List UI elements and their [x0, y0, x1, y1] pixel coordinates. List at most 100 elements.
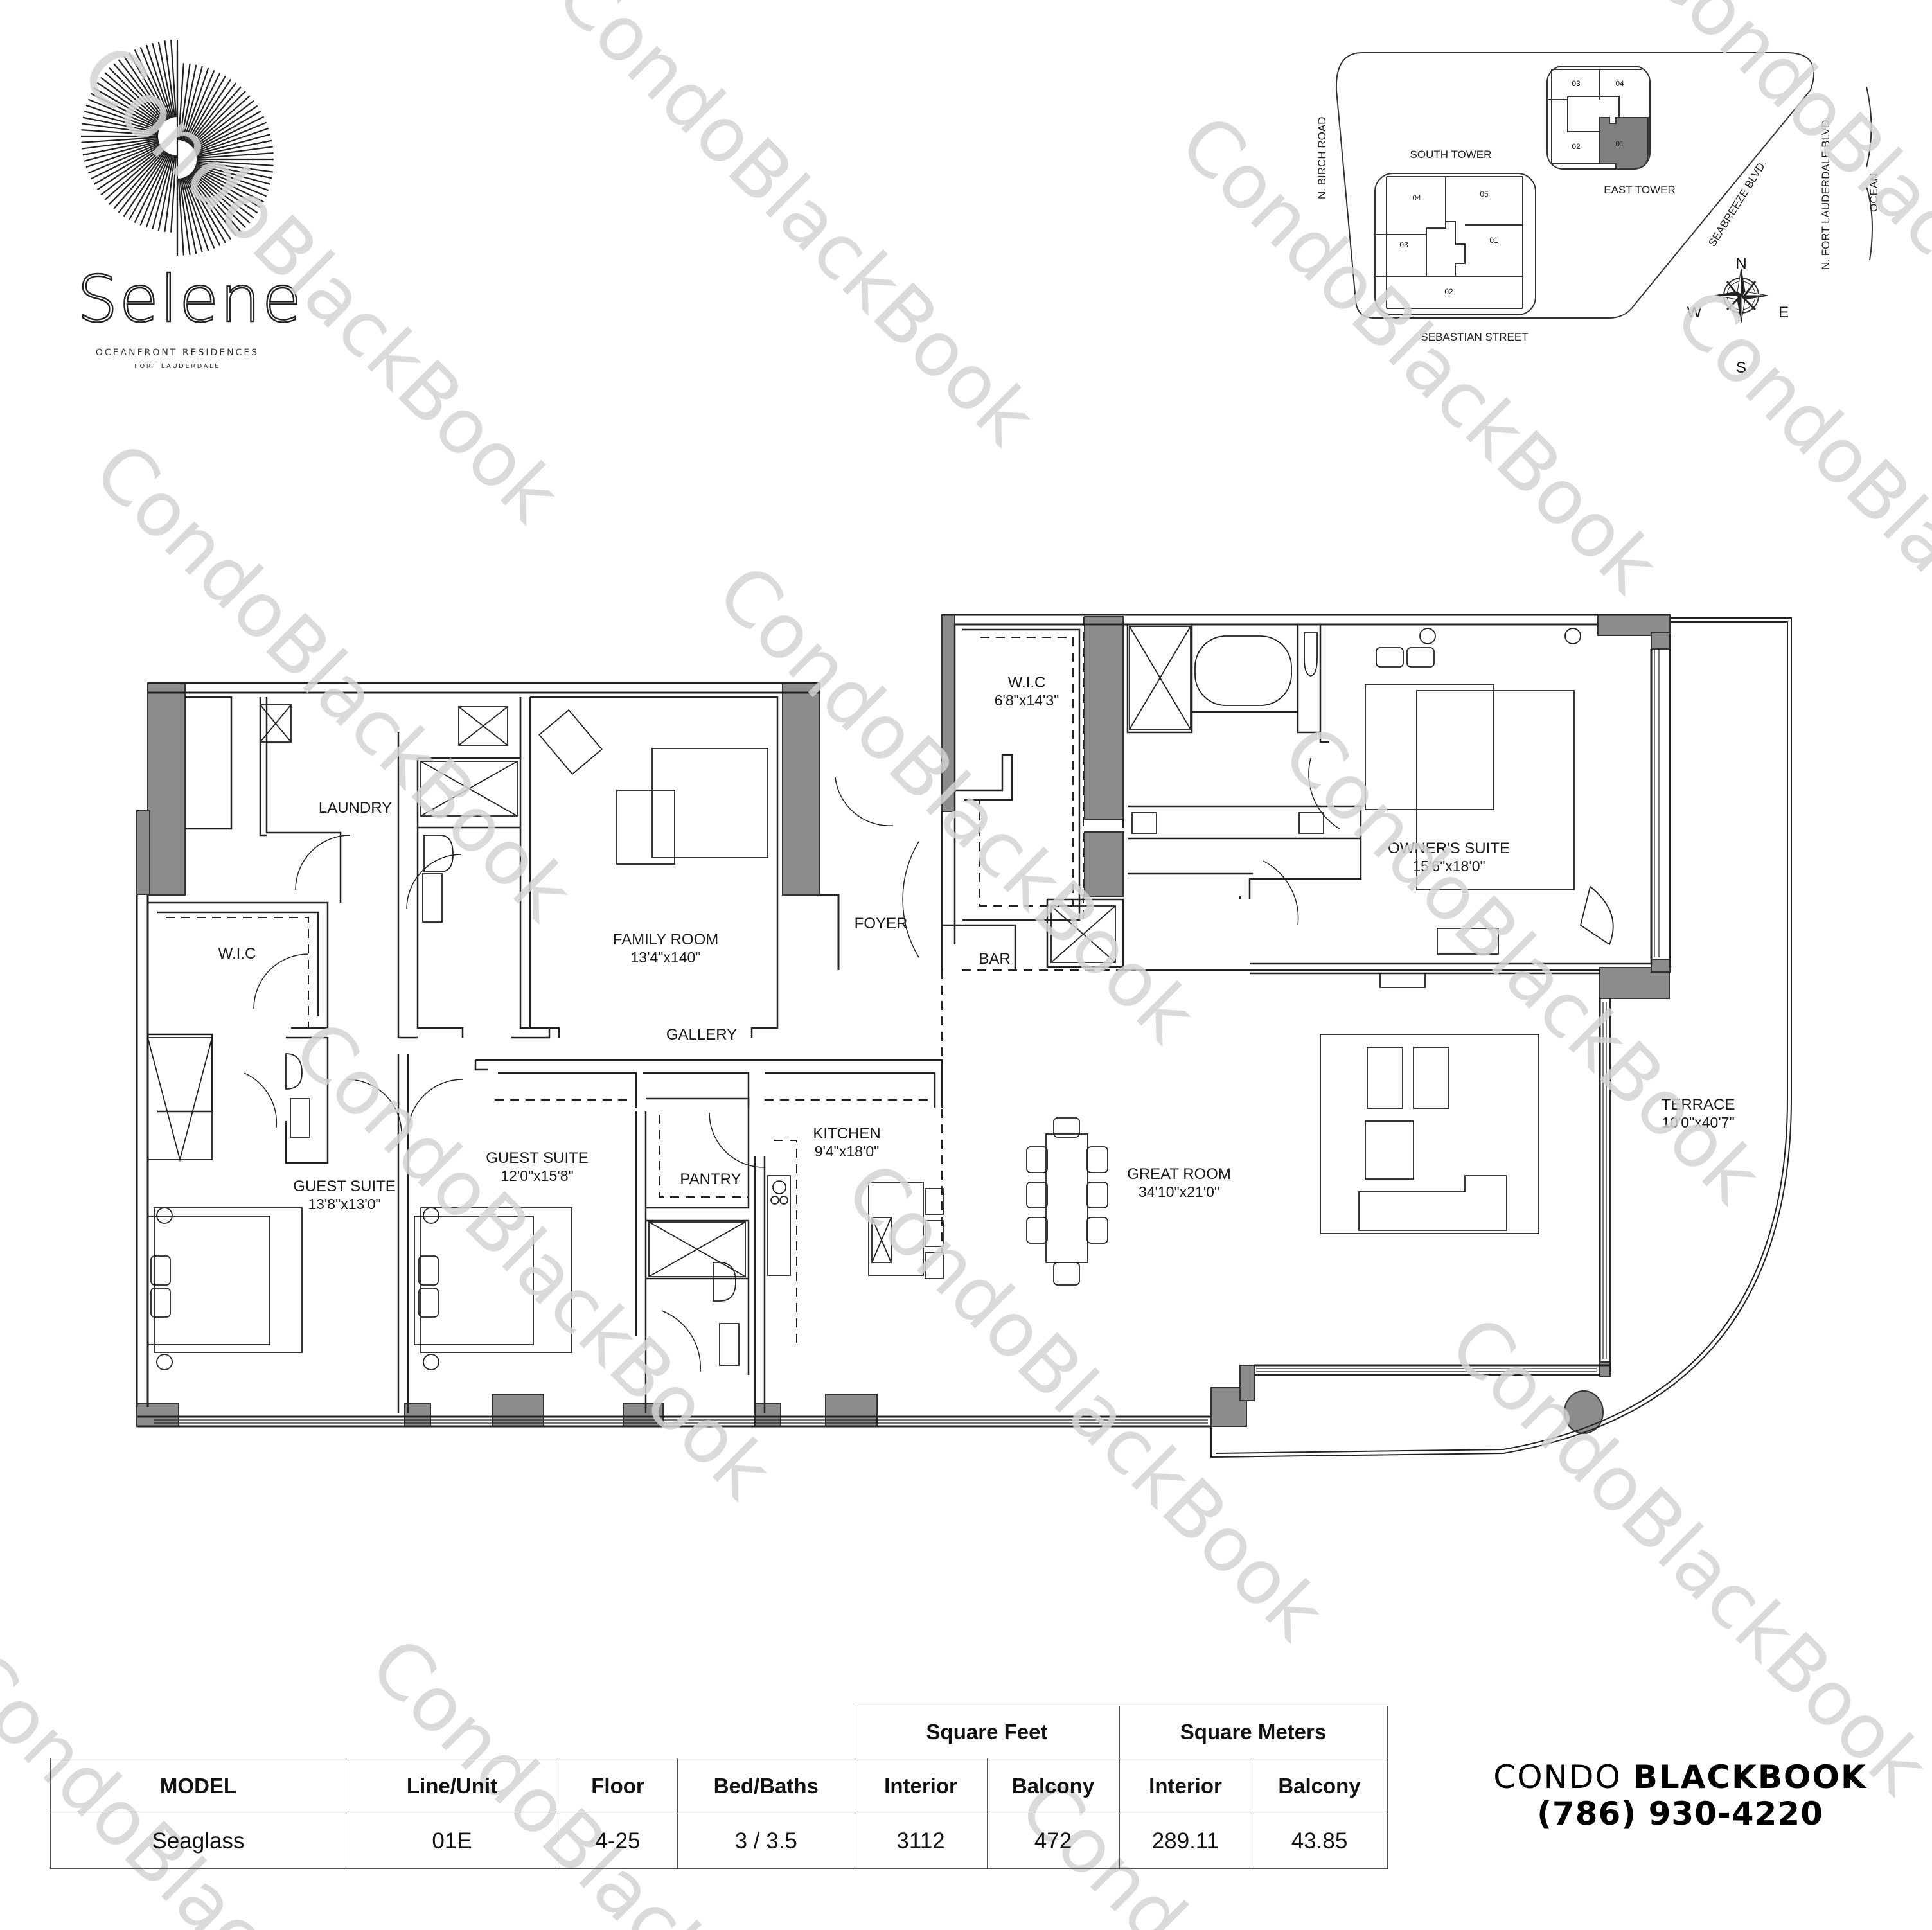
room-label-owners-suite: OWNER'S SUITE: [1388, 840, 1510, 857]
door-swings: [244, 757, 1340, 1372]
cell-bed-baths: 3 / 3.5: [677, 1814, 855, 1869]
room-label-laundry: LAUNDRY: [319, 799, 392, 817]
terrace-outline: [1210, 617, 1792, 1458]
cell-floor: 4-25: [558, 1814, 678, 1869]
room-dims-great-room: 34'10"x21'0": [1139, 1183, 1219, 1200]
svg-text:CondoBlackBook: CondoBlackBook: [1163, 98, 1675, 610]
svg-text:CondoBlackBook: CondoBlackBook: [276, 1004, 788, 1516]
south-tower-units: 04 05 03 01 02: [1399, 190, 1498, 296]
col-header-sqft-interior: Interior: [854, 1758, 988, 1814]
compass-s: S: [1736, 359, 1746, 376]
room-label-family-room: FAMILY ROOM: [613, 931, 718, 948]
cell-sqm-balcony: 43.85: [1251, 1814, 1388, 1869]
south-tower-outline: [1374, 173, 1536, 315]
svg-text:04: 04: [1615, 79, 1624, 88]
selene-logo: Selene OCEANFRONT RESIDENCES FORT LAUDER…: [76, 40, 303, 370]
svg-text:05: 05: [1480, 190, 1489, 199]
armchair-icon: [1579, 885, 1614, 946]
fort-lauderdale-blvd-label: N. FORT LAUDERDALE BLVD.: [1820, 117, 1832, 270]
kitchen-island-icon: [868, 1182, 924, 1276]
room-label-guest-suite-2: GUEST SUITE: [486, 1149, 589, 1167]
east-tower-units: 03 04 02 01: [1572, 79, 1624, 151]
console-icon: [1379, 973, 1426, 988]
room-dims-guest-suite-1: 13'8"x13'0": [308, 1196, 380, 1212]
brand-phone[interactable]: (786) 930-4220: [1537, 1794, 1823, 1832]
room-label-great-room: GREAT ROOM: [1127, 1165, 1231, 1183]
svg-text:02: 02: [1572, 142, 1581, 151]
room-label-guest-suite-1: GUEST SUITE: [293, 1178, 396, 1195]
room-dims-kitchen: 9'4"x18'0": [815, 1143, 880, 1160]
compass-w: W: [1687, 304, 1702, 321]
room-label-terrace: TERRACE: [1662, 1096, 1735, 1113]
sink-icon: [719, 1323, 740, 1366]
cooktop-icon: [767, 1175, 791, 1276]
room-dims-guest-suite-2: 12'0"x15'8": [501, 1167, 573, 1184]
bath-fixtures: [285, 632, 1324, 1366]
birch-road-label: N. BIRCH ROAD: [1316, 117, 1328, 199]
room-dims-family-room: 13'4"x140": [631, 949, 701, 966]
cell-sqft-balcony: 472: [986, 1814, 1120, 1869]
rug: [1320, 1034, 1539, 1234]
room-label-gallery: GALLERY: [666, 1026, 737, 1043]
structural-walls: [136, 614, 1671, 1434]
cell-model: Seaglass: [50, 1814, 346, 1869]
col-header-model: MODEL: [50, 1758, 346, 1814]
room-labels: LAUNDRY FAMILY ROOM 13'4"x140" FOYER W.I…: [218, 674, 1735, 1212]
coffee-table-icon: [616, 790, 675, 865]
condo-blackbook-brand: CONDO BLACKBOOK (786) 930-4220: [1462, 1760, 1899, 1830]
room-label-bar: BAR: [979, 950, 1010, 968]
col-header-floor: Floor: [558, 1758, 678, 1814]
compass-n: N: [1735, 255, 1746, 272]
col-header-sqm-interior: Interior: [1119, 1758, 1252, 1814]
logo-tagline: OCEANFRONT RESIDENCES: [96, 348, 259, 358]
compass-e: E: [1778, 304, 1789, 321]
beds: [147, 628, 1581, 1370]
dining-table-icon: [1045, 1133, 1088, 1263]
room-dims-owners-suite: 15'6"x18'0": [1412, 858, 1485, 874]
table-row: Seaglass 01E 4-25 3 / 3.5 3112 472 289.1…: [50, 1814, 1388, 1869]
compass-rose-icon: [1714, 268, 1769, 323]
interior-walls: [148, 624, 1653, 1413]
armchair-icon: [1413, 1047, 1449, 1109]
armchair-icon: [1367, 1047, 1403, 1109]
room-dims-wic-owner: 6'8"x14'3": [995, 692, 1059, 709]
sink-icon: [1131, 812, 1157, 834]
floor-plan: [136, 614, 1792, 1458]
toilet-icon: [713, 1262, 736, 1302]
room-label-wic-guest: W.I.C: [218, 945, 256, 962]
sink-icon: [422, 873, 443, 923]
windows: [154, 649, 1660, 1424]
site-boundary: [1335, 52, 1815, 319]
site-plan: 04 05 03 01 02 03 04 02 01: [1335, 52, 1873, 323]
seabreeze-blvd-label: SEABREEZE BLVD.: [1706, 158, 1769, 249]
cell-line-unit: 01E: [346, 1814, 558, 1869]
logo-wordmark: Selene: [77, 261, 303, 337]
bathtub-icon: [1194, 635, 1292, 706]
room-label-foyer: FOYER: [855, 915, 908, 932]
room-label-kitchen: KITCHEN: [813, 1125, 880, 1142]
svg-text:CondoBlackBook: CondoBlackBook: [540, 0, 1052, 462]
col-header-line-unit: Line/Unit: [346, 1758, 558, 1814]
sebastian-street-label: SEBASTIAN STREET: [1421, 331, 1528, 343]
room-dims-terrace: 10'0"x40'7": [1662, 1114, 1734, 1131]
cell-sqm-interior: 289.11: [1119, 1814, 1252, 1869]
unit-specs-table: Square Feet Square Meters MODEL Line/Uni…: [50, 1706, 1388, 1869]
room-label-wic-owner: W.I.C: [1008, 674, 1046, 691]
group-header-square-meters: Square Meters: [1119, 1706, 1388, 1758]
east-tower-outline: [1546, 66, 1651, 170]
armchair-icon: [538, 709, 603, 775]
svg-text:CondoBlackBook: CondoBlackBook: [1658, 271, 1932, 783]
svg-text:CondoBlackBook: CondoBlackBook: [829, 1145, 1341, 1657]
svg-text:03: 03: [1572, 79, 1581, 88]
svg-text:01: 01: [1615, 139, 1624, 148]
sink-icon: [290, 1098, 310, 1138]
svg-text:03: 03: [1399, 240, 1408, 249]
coffee-table-icon: [1365, 1120, 1414, 1180]
ocean-label: OCEAN: [1868, 173, 1880, 212]
brand-name-light: CONDO: [1493, 1758, 1622, 1796]
exterior-walls: [136, 614, 1671, 1428]
toilet-icon: [1304, 632, 1318, 677]
svg-text:04: 04: [1412, 193, 1421, 202]
logo-location: FORT LAUDERDALE: [134, 363, 220, 370]
